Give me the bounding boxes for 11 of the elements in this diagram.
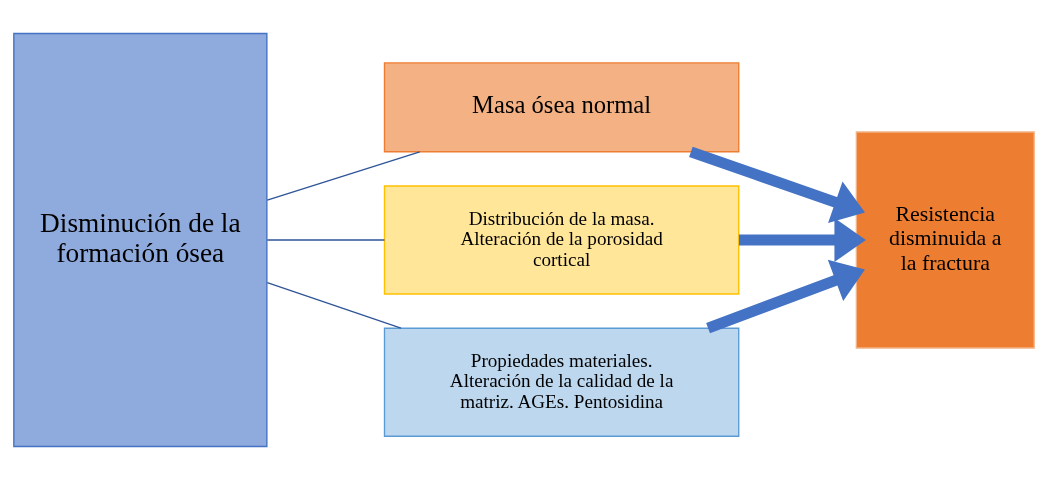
arrow	[738, 218, 866, 262]
node-box: Disminución de la formación ósea	[13, 32, 268, 448]
node-box: Distribución de la masa. Alteración de la porosidad cortical	[383, 185, 740, 295]
node-box: Resistencia disminuida a la fractura	[855, 131, 1035, 349]
arrow	[689, 146, 865, 223]
node-box: Masa ósea normal	[383, 62, 740, 153]
arrow	[706, 259, 865, 334]
connector	[266, 282, 402, 329]
connector	[266, 151, 421, 201]
connector	[266, 239, 386, 241]
node-box: Propiedades materiales. Alteración de la calidad de la matriz. AGEs. Pentosidina	[383, 327, 740, 437]
